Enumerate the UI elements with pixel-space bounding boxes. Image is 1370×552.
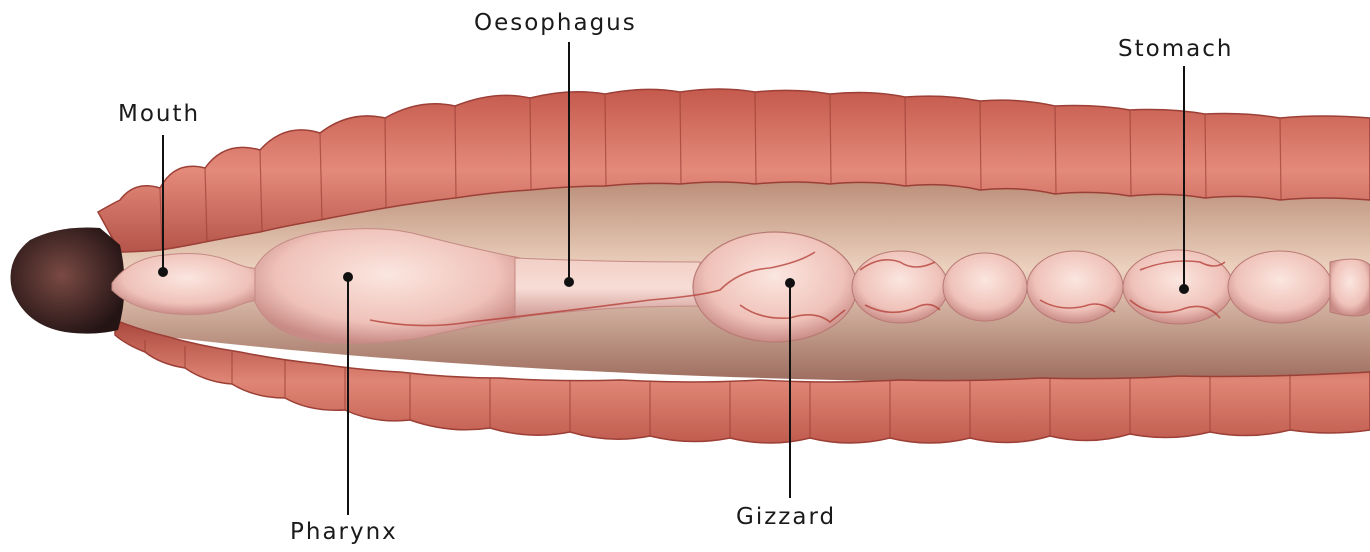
- label-gizzard: Gizzard: [736, 506, 836, 529]
- gut-bead-6: [1330, 259, 1370, 316]
- leader-dot-gizzard: [786, 279, 794, 287]
- label-pharynx: Pharynx: [290, 521, 398, 544]
- gut-bead-2: [943, 253, 1027, 321]
- leader-dot-stomach: [1180, 285, 1188, 293]
- leader-dot-pharynx: [344, 273, 352, 281]
- label-mouth: Mouth: [118, 103, 200, 126]
- gizzard: [693, 232, 857, 342]
- head-tip: [10, 228, 124, 334]
- leader-dot-oesophagus: [565, 278, 573, 286]
- leader-dot-mouth: [159, 268, 167, 276]
- gut-bead-5: [1228, 251, 1332, 323]
- label-oesophagus: Oesophagus: [474, 12, 637, 35]
- label-stomach: Stomach: [1118, 38, 1233, 61]
- gut-bead-3: [1027, 251, 1123, 323]
